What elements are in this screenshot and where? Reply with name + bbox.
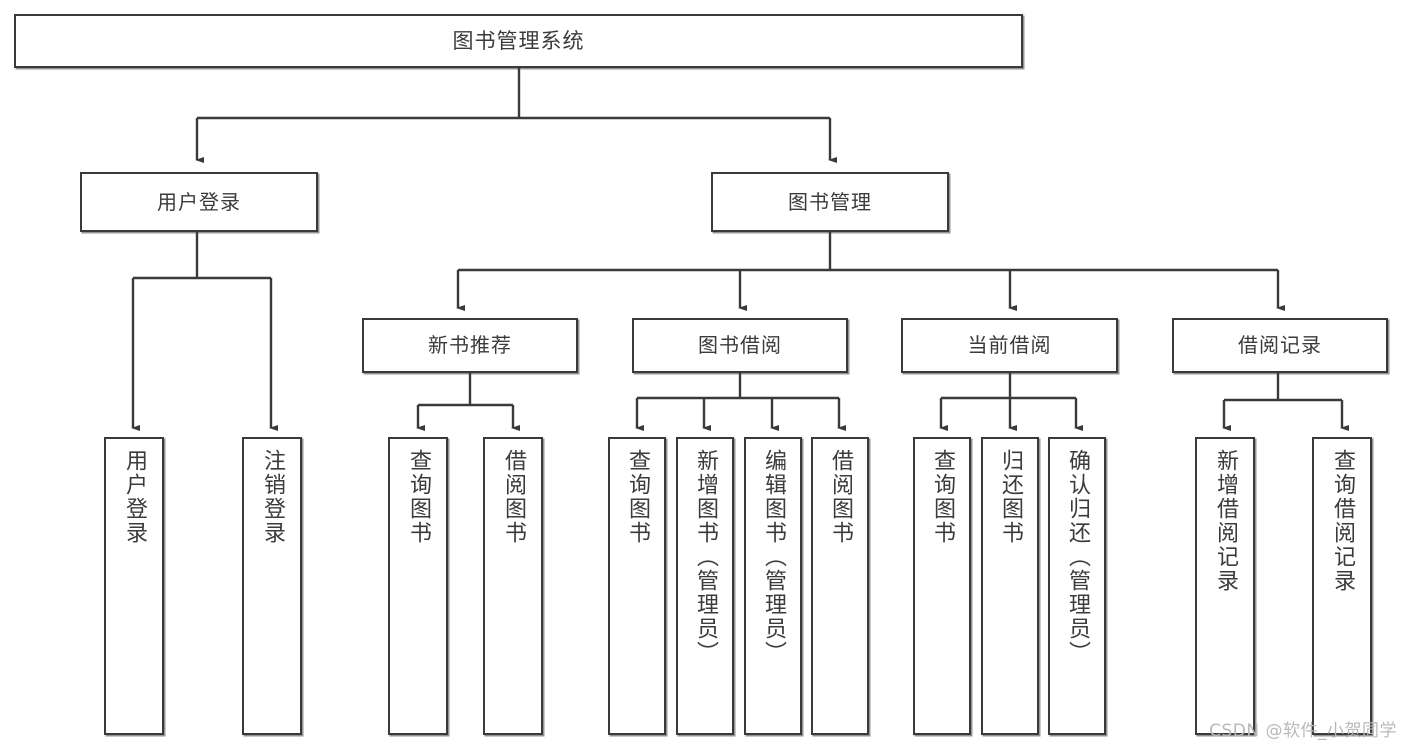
node-label: 编辑图书（管理员） [760, 449, 786, 665]
leaf-recommend-query-book[interactable]: 查询图书 [388, 437, 448, 735]
node-label: 当前借阅 [967, 333, 1052, 357]
leaf-borrow-edit-book-admin[interactable]: 编辑图书（管理员） [744, 437, 802, 735]
node-borrow-records[interactable]: 借阅记录 [1172, 318, 1388, 373]
node-book-borrow[interactable]: 图书借阅 [632, 318, 848, 373]
node-label: 查询图书 [929, 449, 955, 545]
node-label: 图书借阅 [698, 333, 782, 357]
node-current-borrow[interactable]: 当前借阅 [901, 318, 1118, 373]
node-label: 借阅图书 [827, 449, 853, 545]
node-user-login[interactable]: 用户登录 [80, 172, 318, 232]
node-label: 新增借阅记录 [1212, 449, 1238, 593]
leaf-borrow-borrow-book[interactable]: 借阅图书 [811, 437, 869, 735]
leaf-records-add-record[interactable]: 新增借阅记录 [1195, 437, 1255, 735]
leaf-borrow-add-book-admin[interactable]: 新增图书（管理员） [676, 437, 734, 735]
leaf-user-login[interactable]: 用户登录 [104, 437, 164, 735]
node-label: 归还图书 [997, 449, 1023, 545]
leaf-recommend-borrow-book[interactable]: 借阅图书 [483, 437, 543, 735]
node-new-book-recommend[interactable]: 新书推荐 [362, 318, 578, 373]
node-book-management[interactable]: 图书管理 [711, 172, 949, 232]
node-label: 新增图书（管理员） [692, 449, 718, 665]
leaf-current-return-book[interactable]: 归还图书 [981, 437, 1039, 735]
node-label: 用户登录 [121, 449, 147, 545]
leaf-current-confirm-return-admin[interactable]: 确认归还（管理员） [1048, 437, 1106, 735]
csdn-watermark: CSDN @软件_小贺同学 [1209, 721, 1397, 741]
node-label: 图书管理 [788, 189, 872, 214]
node-root-system[interactable]: 图书管理系统 [14, 14, 1023, 68]
node-label: 借阅图书 [500, 449, 526, 545]
node-label: 注销登录 [259, 449, 285, 545]
node-label: 用户登录 [157, 189, 241, 214]
leaf-borrow-query-book[interactable]: 查询图书 [608, 437, 666, 735]
leaf-logout[interactable]: 注销登录 [242, 437, 302, 735]
node-label: 借阅记录 [1238, 333, 1322, 357]
node-label: 查询图书 [624, 449, 650, 545]
node-label: 查询图书 [405, 449, 431, 545]
leaf-current-query-book[interactable]: 查询图书 [913, 437, 971, 735]
leaf-records-query-record[interactable]: 查询借阅记录 [1312, 437, 1372, 735]
node-label: 确认归还（管理员） [1064, 449, 1090, 665]
node-label: 图书管理系统 [452, 28, 585, 53]
node-label: 新书推荐 [428, 333, 512, 357]
node-label: 查询借阅记录 [1329, 449, 1355, 593]
